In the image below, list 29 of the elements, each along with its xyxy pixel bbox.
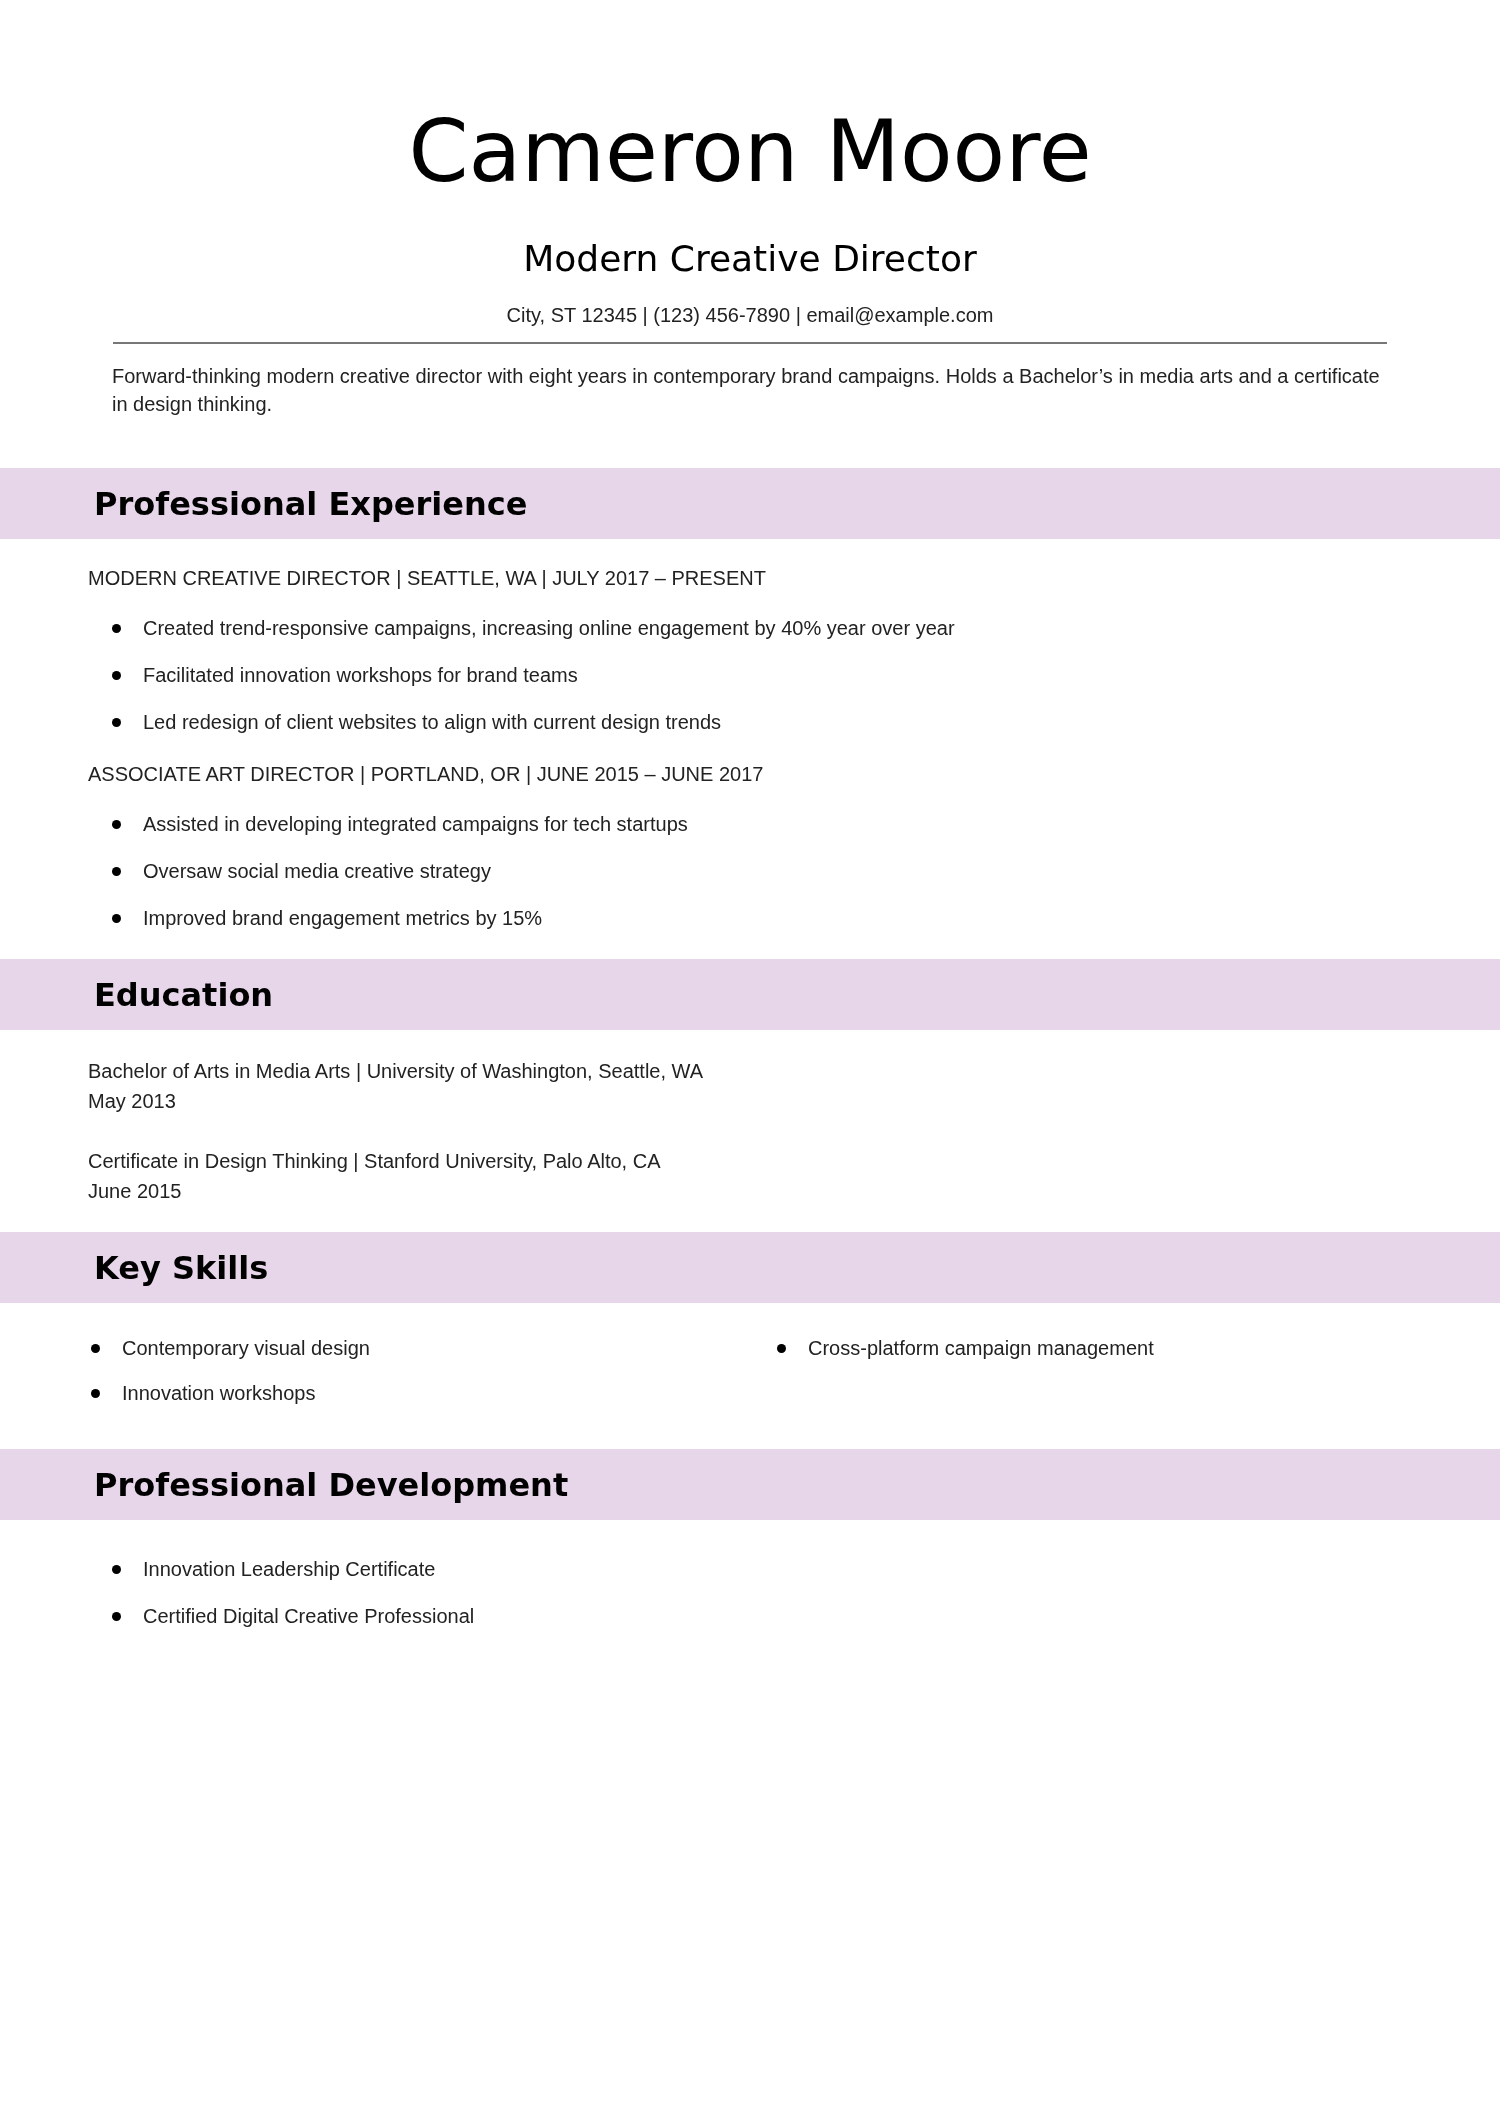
bullet-text: Contemporary visual design (122, 1336, 370, 1361)
bullet-text: Assisted in developing integrated campaigns for tech startups (143, 812, 688, 837)
bullet-text: Oversaw social media creative strategy (143, 859, 491, 884)
bullet-text: Certified Digital Creative Professional (143, 1604, 475, 1629)
section-band (0, 959, 1500, 1030)
section-band (0, 468, 1500, 539)
section-heading: Professional Development (94, 1464, 569, 1506)
bullet-text: Created trend-responsive campaigns, increasing online engagement by 40% year over year (143, 616, 955, 641)
bullet-text: Innovation workshops (122, 1381, 316, 1406)
degree-line: Certificate in Design Thinking | Stanford University, Palo Alto, CA (88, 1149, 662, 1174)
bullet-text: Cross-platform campaign management (808, 1336, 1154, 1361)
bullet-text: Innovation Leadership Certificate (143, 1557, 436, 1582)
section-heading: Education (94, 974, 274, 1016)
date-text: May 2013 (88, 1089, 177, 1114)
job-heading: MODERN CREATIVE DIRECTOR | SEATTLE, WA | JULY 2017 – PRESENT (88, 566, 767, 591)
bullet-text: Led redesign of client websites to align with current design trends (143, 710, 722, 735)
job-title: Modern Creative Director (523, 237, 977, 281)
section-band (0, 1232, 1500, 1303)
date-text: June 2015 (88, 1179, 183, 1204)
summary-paragraph: Forward-thinking modern creative director with eight years in contemporary brand campaigns. Holds a Bachelor’s in media arts and a certificate in design thinking. (112, 364, 1381, 417)
job-heading: ASSOCIATE ART DIRECTOR | PORTLAND, OR | JUNE 2015 – JUNE 2017 (88, 762, 765, 787)
contact-line: City, ST 12345 | (123) 456-7890 | email@example.com (506, 303, 994, 328)
section-band (0, 1449, 1500, 1520)
name-title: Cameron Moore (408, 108, 1092, 194)
bullet-text: Improved brand engagement metrics by 15% (143, 906, 543, 931)
degree-line: Bachelor of Arts in Media Arts | University of Washington, Seattle, WA (88, 1059, 705, 1084)
section-heading: Professional Experience (94, 483, 528, 525)
section-heading: Key Skills (94, 1247, 269, 1289)
bullet-text: Facilitated innovation workshops for brand teams (143, 663, 578, 688)
